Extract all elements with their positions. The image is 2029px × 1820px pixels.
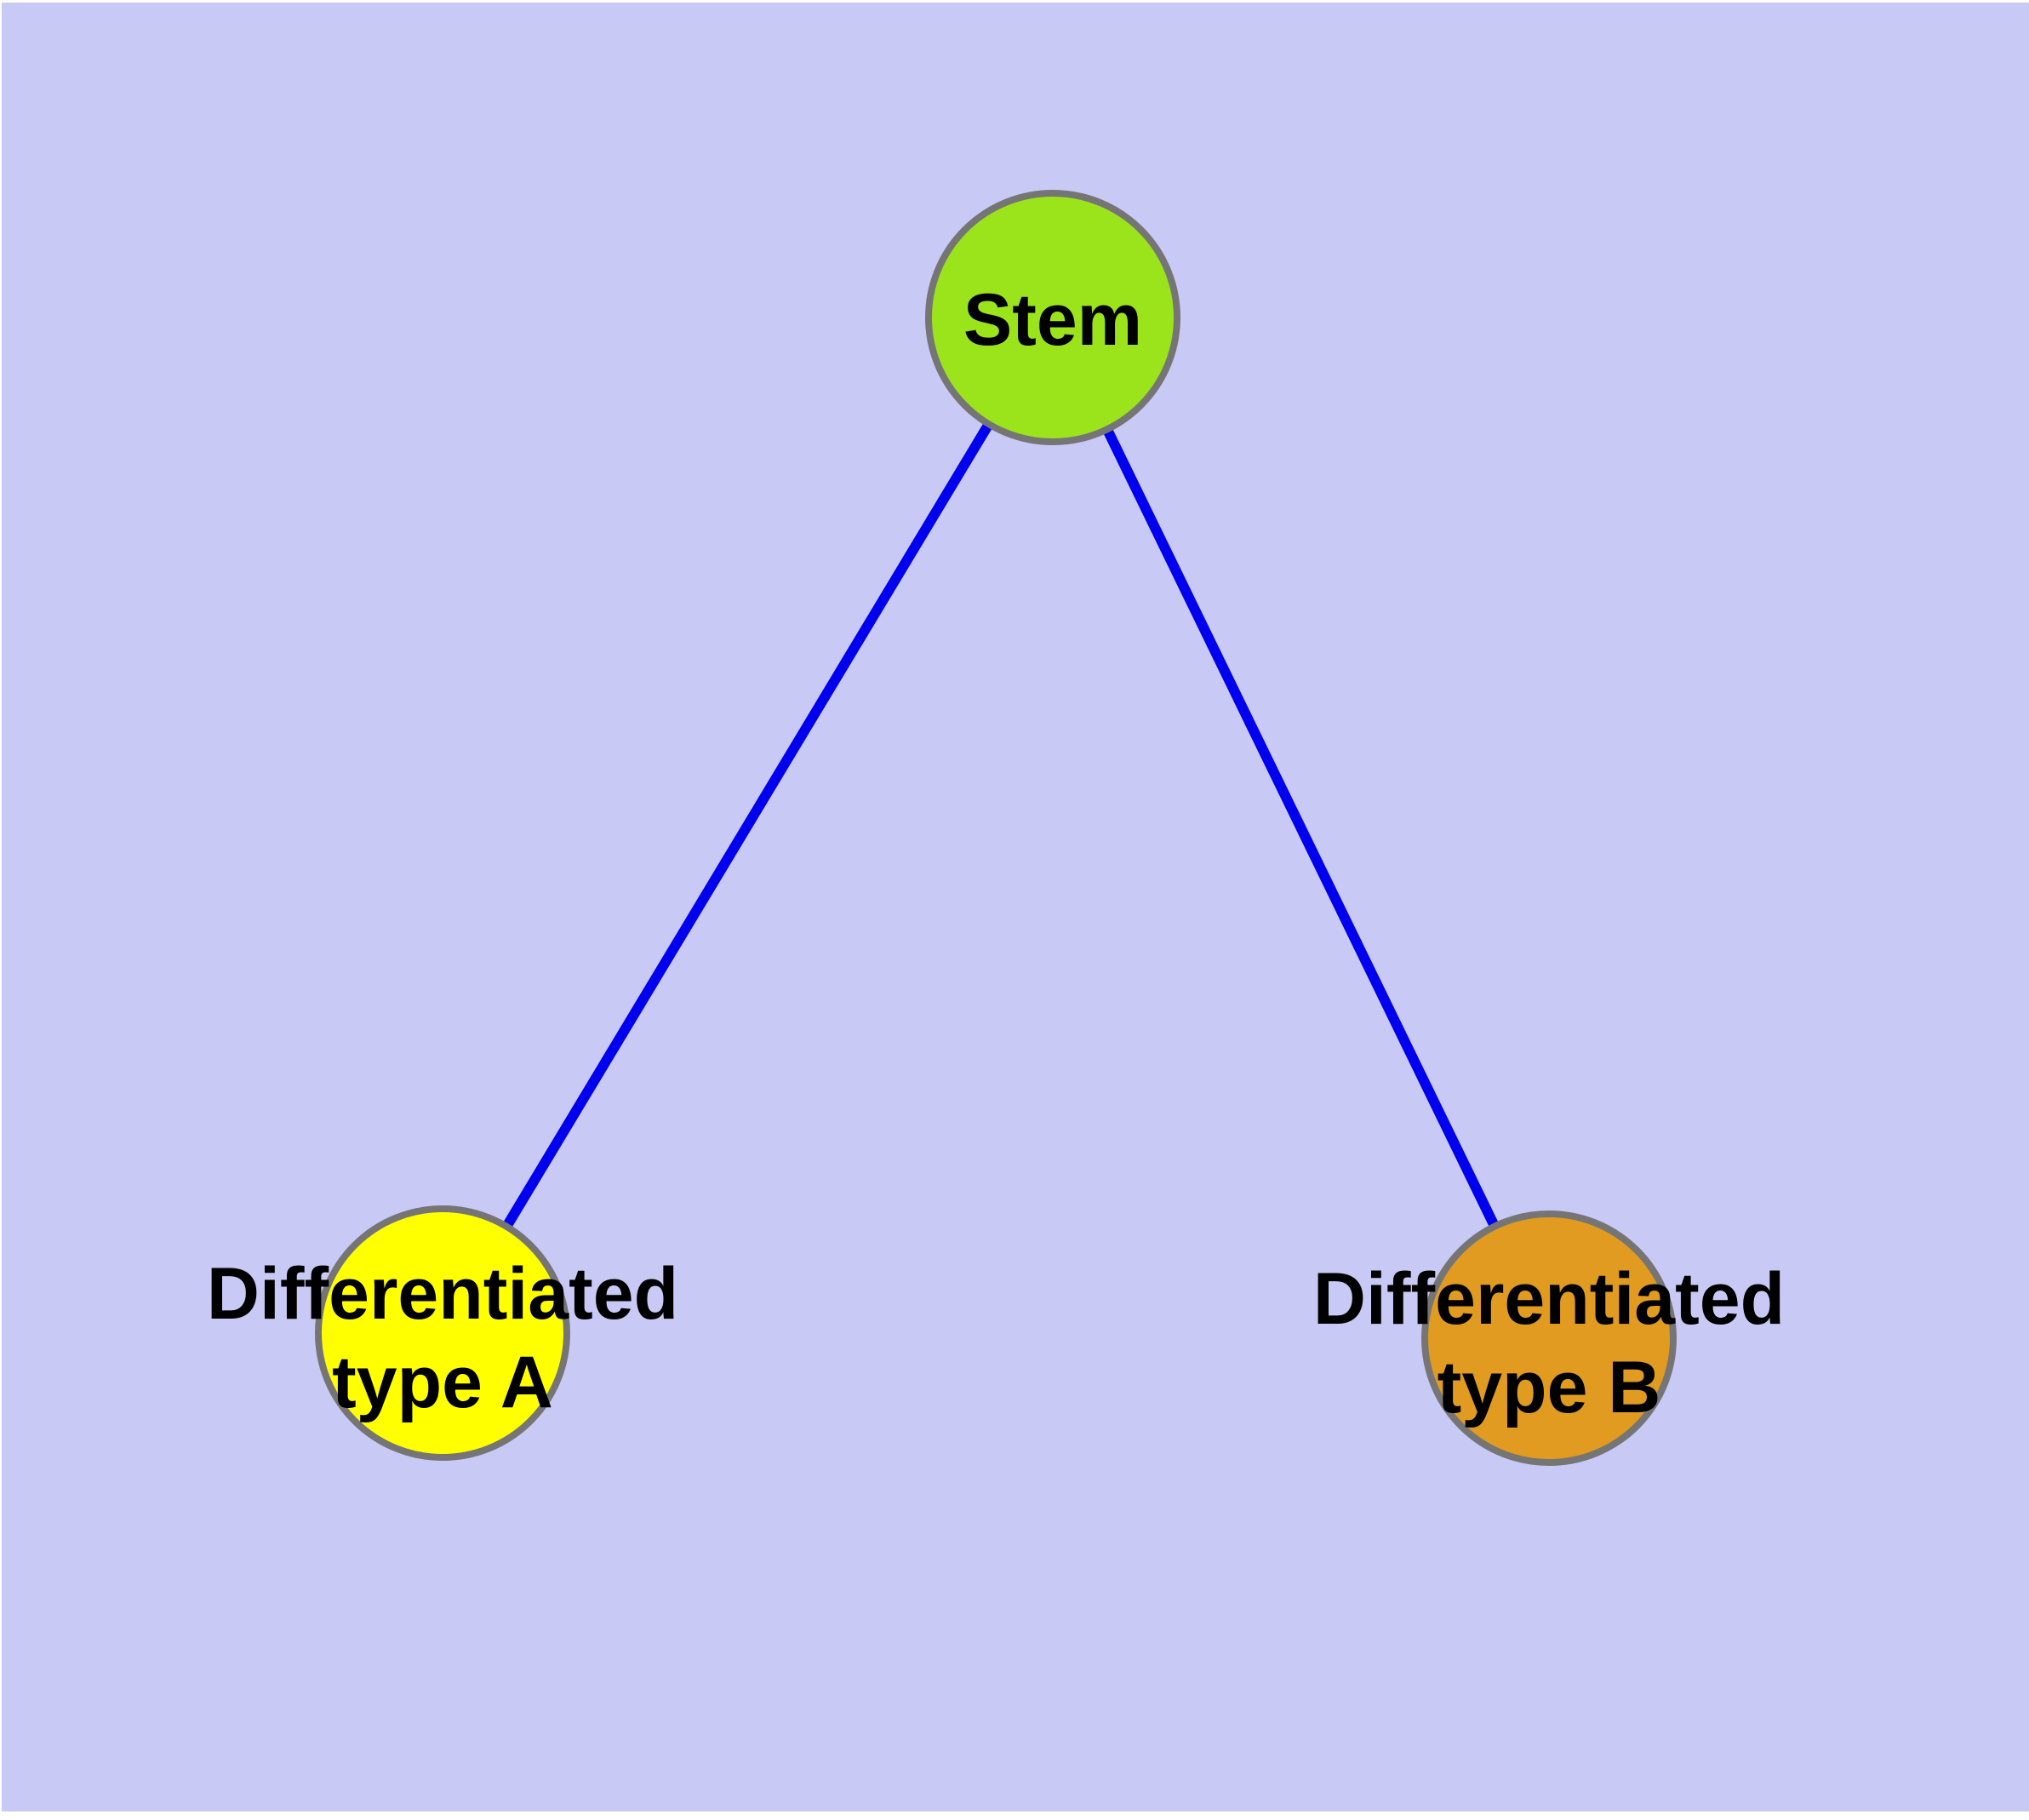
node-differentiated-type-b-label-line2: type B bbox=[1437, 1347, 1661, 1428]
edge-stem-to-type-b bbox=[1048, 315, 1554, 1341]
node-differentiated-type-a bbox=[315, 1205, 570, 1461]
edge-stem-to-type-a bbox=[437, 314, 1058, 1336]
node-differentiated-type-a-label-line1: Differentiated bbox=[207, 1253, 678, 1335]
node-differentiated-type-a-label-line2: type A bbox=[332, 1342, 553, 1423]
node-differentiated-type-b bbox=[1421, 1210, 1677, 1466]
node-stem bbox=[925, 190, 1180, 445]
node-stem-label: Stem bbox=[963, 279, 1142, 361]
node-differentiated-type-b-label-line1: Differentiated bbox=[1313, 1258, 1785, 1340]
